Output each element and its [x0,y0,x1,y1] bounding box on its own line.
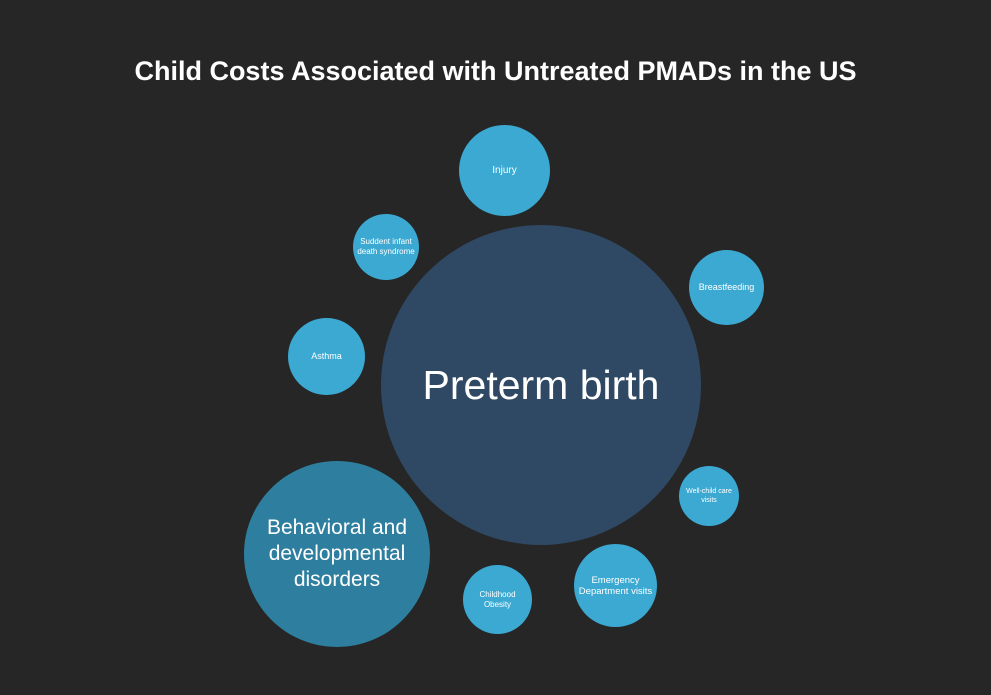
bubble-label-behavioral: Behavioral and developmental disorders [266,516,408,591]
bubble-label-preterm-birth: Preterm birth [422,362,660,408]
bubble-preterm-birth: Preterm birth [381,225,701,545]
bubble-injury: Injury [459,125,550,216]
bubble-label-sids: Suddent infant death syndrome [357,237,415,256]
bubble-label-asthma: Asthma [311,351,342,361]
bubble-emergency-department-visits: Emergency Department visits [574,544,657,627]
bubble-label-obesity: Childhood Obesity [479,589,516,609]
bubble-label-emergency: Emergency Department visits [578,574,653,597]
bubble-childhood-obesity: Childhood Obesity [463,565,532,634]
bubble-sudden-infant-death-syndrome: Suddent infant death syndrome [353,214,419,280]
bubble-label-breastfeeding: Breastfeeding [698,282,755,292]
bubble-label-well-child: Well-child care visits [686,488,732,504]
bubble-label-injury: Injury [492,164,517,176]
bubble-behavioral-developmental-disorders: Behavioral and developmental disorders [244,461,430,647]
bubble-asthma: Asthma [288,318,365,395]
diagram-title: Child Costs Associated with Untreated PM… [134,56,857,86]
bubble-well-child-care-visits: Well-child care visits [679,466,739,526]
bubble-breastfeeding: Breastfeeding [689,250,764,325]
